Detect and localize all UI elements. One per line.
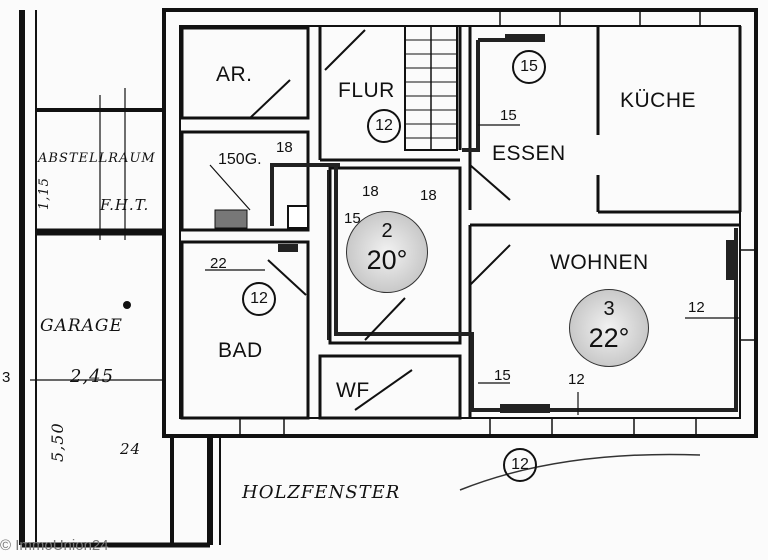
zone-flur-number: 2: [381, 220, 393, 242]
room-label-ar: AR.: [216, 63, 253, 86]
holzfenster-label: HOLZFENSTER: [242, 482, 401, 503]
circuit-flur-value: 12: [375, 117, 393, 134]
circuit-bad: 12: [242, 282, 276, 316]
dim-garage-depth: 5,50: [48, 422, 67, 462]
dim-15-hall: 15: [344, 210, 361, 227]
dim-15-wohnen: 15: [494, 367, 511, 384]
circuit-kueche-value: 15: [520, 58, 538, 75]
radiators: [214, 34, 736, 413]
room-label-essen: ESSEN: [492, 142, 566, 165]
room-label-flur: FLUR: [338, 79, 395, 102]
room-label-abstellraum: ABSTELLRAUM: [38, 151, 156, 166]
dim-left-edge: 3: [2, 369, 11, 386]
zone-wohnen-temp: 22°: [588, 323, 630, 353]
circuit-kueche: 15: [512, 50, 546, 84]
garage-dot: [123, 301, 131, 309]
zone-wohnen-number: 3: [603, 298, 615, 320]
door-swings: [249, 29, 511, 411]
zone-flur-temp: 20°: [366, 245, 408, 275]
watermark: © ImmoUnion24: [0, 537, 109, 554]
room-label-wohnen: WOHNEN: [550, 251, 649, 274]
windows: [239, 9, 757, 437]
zone-wohnen: 3 22°: [569, 289, 649, 367]
dim-12-right: 12: [688, 299, 705, 316]
dimension-lines: [30, 88, 740, 415]
boiler-label: 150G.: [218, 151, 262, 168]
dim-24: 24: [120, 440, 142, 458]
dim-12-bottom: 12: [568, 371, 585, 388]
zone-flur: 2 20°: [346, 211, 428, 293]
dim-garage-width: 2,45: [70, 366, 115, 387]
walls: [19, 8, 758, 548]
room-label-garage: GARAGE: [40, 316, 123, 336]
fht-label: F.H.T.: [100, 196, 150, 214]
dim-18-left: 18: [276, 139, 293, 156]
dim-abstellraum-height: 1,15: [37, 177, 52, 210]
circuit-flur: 12: [367, 109, 401, 143]
circuit-bad-value: 12: [250, 290, 268, 307]
dim-15-essen: 15: [500, 107, 517, 124]
dim-18-stair: 18: [420, 187, 437, 204]
circuit-bottom: 12: [503, 448, 537, 482]
dim-18-hall: 18: [362, 183, 379, 200]
room-label-kueche: KÜCHE: [620, 89, 697, 112]
dim-22: 22: [210, 255, 227, 272]
room-label-wf: WF: [336, 379, 370, 402]
circuit-bottom-value: 12: [511, 456, 529, 473]
room-label-bad: BAD: [218, 339, 263, 362]
